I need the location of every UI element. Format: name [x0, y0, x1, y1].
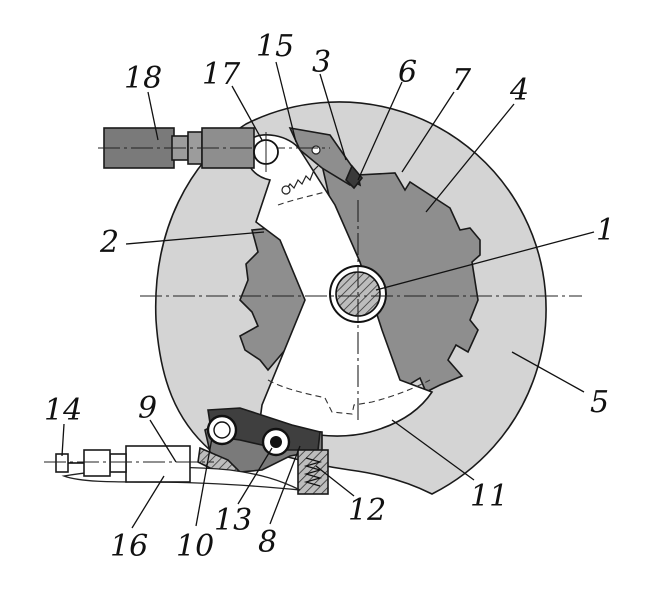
leader-15	[275, 61, 297, 143]
cylinder-part-9	[125, 445, 191, 483]
leader-4	[425, 103, 515, 213]
leader-9	[149, 419, 177, 463]
leader-1	[375, 231, 595, 291]
adjuster-part-14	[55, 453, 69, 473]
spring-pin-lower	[281, 185, 291, 195]
callout-6: 6	[398, 55, 417, 90]
callout-16: 16	[110, 529, 148, 564]
spring-part-15	[285, 165, 319, 191]
leader-14	[61, 423, 65, 457]
callout-14: 14	[44, 393, 82, 428]
cylinder-neck	[109, 453, 127, 473]
leader-16	[131, 475, 165, 529]
leader-8	[269, 445, 301, 525]
pawl-tip-6	[345, 164, 364, 190]
link-pin-right-inner	[270, 436, 282, 448]
leader-2	[125, 231, 265, 245]
leader-18	[147, 91, 159, 141]
callout-4: 4	[509, 73, 529, 108]
callout-13: 13	[214, 503, 252, 538]
callout-5: 5	[590, 385, 609, 420]
spring-coil-12	[303, 457, 323, 487]
callout-3: 3	[312, 45, 331, 80]
callout-10: 10	[176, 529, 214, 564]
leader-3	[319, 73, 347, 161]
callout-12: 12	[348, 493, 386, 528]
leader-10	[195, 437, 213, 527]
leader-5	[511, 351, 585, 393]
callout-15: 15	[256, 29, 294, 64]
spring-pin-upper	[311, 145, 321, 155]
adjuster-nut	[83, 449, 111, 477]
link-pin-left-inner	[213, 421, 231, 439]
hidden-contour	[267, 379, 431, 415]
leader-13	[237, 447, 273, 505]
leader-17	[231, 85, 263, 141]
callout-18: 18	[124, 61, 162, 96]
leader-12	[315, 465, 355, 497]
leader-7	[401, 91, 455, 173]
callout-17: 17	[202, 57, 241, 92]
callout-1: 1	[596, 213, 615, 248]
callout-11: 11	[470, 479, 508, 514]
callout-2: 2	[99, 225, 119, 260]
hidden-contour-upper	[277, 191, 326, 206]
callout-7: 7	[452, 63, 472, 98]
callout-9: 9	[138, 391, 157, 426]
leader-11	[391, 419, 475, 481]
leader-6	[357, 81, 403, 181]
callout-8: 8	[258, 525, 277, 560]
